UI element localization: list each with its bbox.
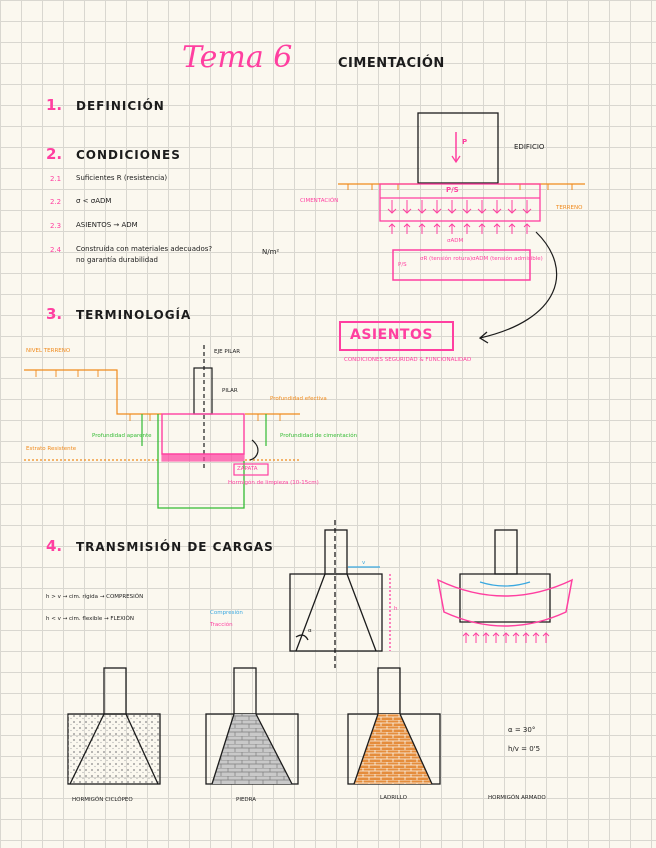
section-2-num: 2.	[46, 145, 63, 163]
asientos-label: ASIENTOS	[350, 327, 433, 343]
cond-2-text: σ < σADM	[76, 197, 112, 205]
hormigon-limpieza-label: Hormigón de limpieza (10-15cm)	[228, 480, 319, 486]
material-piedra: PIEDRA	[236, 797, 257, 803]
zapata-arrow	[249, 439, 259, 461]
p-label: P	[462, 138, 468, 146]
edificio-label: EDIFICIO	[514, 143, 545, 151]
rigid-load-lines	[295, 573, 377, 652]
estrato-label: Estrato Resistente	[26, 446, 77, 452]
ps-label: P/S	[446, 186, 459, 194]
rigid-footing	[289, 520, 391, 668]
flex-compression	[479, 581, 531, 587]
footing-ladrillo	[347, 667, 441, 785]
alpha-label: α	[308, 628, 312, 634]
title-tema: Tema 6	[182, 40, 293, 75]
section-1-num: 1.	[46, 96, 63, 114]
formula-mid: σR (tensión rotura)	[420, 256, 473, 262]
section-3-label: TERMINOLOGÍA	[76, 308, 192, 322]
flex-footing-box	[459, 573, 551, 623]
cimentacion-label: CIMENTACIÓN	[300, 198, 339, 204]
terrain-profile-left	[24, 369, 162, 415]
h-label: h	[394, 606, 398, 612]
cond-1-num: 2.1	[50, 175, 62, 183]
prof-cimentacion-label: Profundidad de cimentación	[280, 433, 358, 439]
terrain-hatch	[35, 370, 281, 421]
cond-4-sub: no garantía durabilidad	[76, 256, 158, 264]
depth-markers	[141, 414, 267, 446]
cond-2-num: 2.2	[50, 198, 62, 206]
sigma-adm-label: σADM	[447, 238, 464, 244]
edificio-box	[417, 112, 499, 184]
units: N/m²	[262, 248, 280, 256]
section-1-label: DEFINICIÓN	[76, 99, 165, 113]
prof-aparente-label: Profundidad aparente	[92, 433, 152, 439]
terminology-diagram	[24, 345, 300, 509]
angle-ratio: h/v = 0'5	[508, 745, 541, 753]
flex-reaction-arrows	[462, 632, 550, 643]
pressure-arrows	[387, 200, 532, 214]
formula-right: σADM (tensión admisible)	[472, 256, 543, 262]
rigida-text: h > v → cim. rígida → COMPRESIÓN	[46, 594, 144, 600]
cond-3-text: ASIENTOS → ADM	[76, 221, 138, 229]
footing-piedra	[205, 667, 299, 785]
material-armado: HORMIGÓN ARMADO	[488, 795, 546, 801]
flex-pillar	[494, 529, 518, 575]
cond-3-num: 2.3	[50, 222, 62, 230]
prof-efectiva-label: Profundidad efectiva	[270, 396, 327, 402]
zapata-tag	[233, 463, 269, 476]
material-ladrillo: LADRILLO	[380, 795, 407, 801]
cond-1-text: Suficientes R (resistencia)	[76, 174, 168, 182]
section-3-num: 3.	[46, 305, 63, 323]
alpha-arc	[295, 634, 309, 641]
title-main: CIMENTACIÓN	[338, 56, 445, 71]
footing-ciclopeo	[67, 667, 161, 785]
pilar-label: PILAR	[222, 388, 238, 394]
traccion-text: Tracción	[210, 622, 233, 628]
building-diagram	[338, 112, 585, 351]
load-arrowhead	[451, 155, 461, 164]
depth-box	[157, 414, 245, 509]
hormigon-limpieza	[161, 453, 245, 462]
eje-pilar-label: EJE PILAR	[214, 349, 241, 355]
rigid-pillar	[324, 529, 348, 575]
rigid-footing-box	[289, 573, 383, 652]
reaction-arrows	[388, 223, 531, 234]
section-4-num: 4.	[46, 537, 63, 555]
zapata-label: ZAPATA	[237, 466, 258, 472]
curve-arrowhead	[478, 331, 489, 344]
asientos-sub: CONDICIONES SEGURIDAD & FUNCIONALIDAD	[344, 357, 472, 363]
curve-arrow	[479, 231, 558, 339]
ground-hatch	[347, 184, 573, 190]
nivel-terreno-label: NIVEL TERRENO	[26, 348, 71, 354]
formula-left: P/S	[398, 262, 407, 268]
angle-alpha: α = 30°	[508, 726, 536, 734]
material-ciclopeo: HORMIGÓN CICLÓPEO	[72, 797, 133, 803]
flex-deformation	[436, 578, 574, 627]
section-2-label: CONDICIONES	[76, 148, 181, 162]
foundation-slab	[379, 183, 541, 222]
cond-4-text: Construida con materiales adecuados?	[76, 245, 213, 253]
compresion-text: Compresión	[210, 610, 243, 616]
v-label: v	[362, 560, 366, 566]
terreno-label: TERRENO	[556, 205, 583, 211]
zapata-shape	[161, 413, 245, 455]
flexible-text: h < v → cim. flexible → FLEXIÓN	[46, 616, 134, 622]
section-4-label: TRANSMISIÓN DE CARGAS	[76, 540, 274, 554]
cond-4-num: 2.4	[50, 246, 62, 254]
pilar	[193, 367, 213, 415]
flexible-footing	[436, 529, 574, 643]
asientos-box	[339, 321, 454, 351]
formula-box	[392, 249, 531, 281]
